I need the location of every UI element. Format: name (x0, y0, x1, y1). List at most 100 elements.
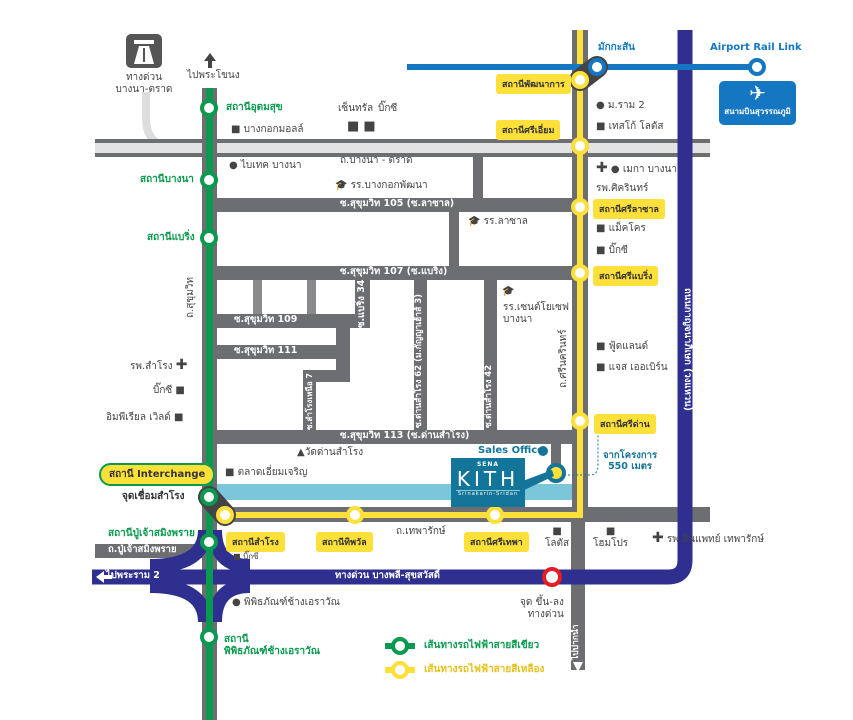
soi-dansamrong-42 (484, 280, 497, 432)
hospital-icon: ✚ (652, 530, 664, 546)
station-si-bearing (571, 264, 589, 282)
road-dansamrong-62: ซ.ด่านสำโรง 62 (ม.กัญญาเฮ้าส์ 3) (414, 293, 424, 428)
label-bangna: สถานีบางนา (140, 174, 194, 185)
place-sinphaet-thepharak: รพ.สินแพทย์ เทพารักษ์ (666, 534, 764, 545)
soi-107 (215, 266, 585, 280)
place-erawan-museum: พิพิธภัณฑ์ช้างเอราวัณ (243, 597, 340, 608)
road-dansamrong-42: ซ.ด่านสำโรง 42 (484, 364, 494, 428)
north-arrow-icon (204, 53, 216, 61)
station-bearing (200, 229, 218, 247)
airplane-icon: ✈ (749, 81, 766, 105)
school-icon: 🎓 (468, 216, 481, 227)
road-pu-chao: ถ.ปู่เจ้าสมิงพราย (108, 544, 177, 555)
place-makro: แม็คโคร (608, 223, 646, 234)
place-lotus: ■โลตัส (545, 526, 570, 549)
place-bigc-4: บิ๊กซี (243, 552, 259, 561)
place-lasalle-school: รร.ลาซาล (483, 216, 528, 227)
station-samrong-green (200, 488, 218, 506)
station-si-lasalle (571, 198, 589, 216)
legend-yellow-icon (391, 661, 409, 679)
soi-dansamrong-62 (414, 280, 427, 432)
station-samrong-yellow (216, 506, 234, 524)
suvarnabhumi-airport-badge: ✈ สนามบินสุวรรณภูมิ (719, 81, 796, 125)
expressway-label: ทางด่วนบางนา-ตราด (115, 72, 173, 95)
place-tesco: เทสโก้ โลตัส (608, 121, 664, 132)
soi-bearing-34 (355, 280, 370, 328)
place-wat-dansamrong: วัดด่านสำโรง (304, 447, 364, 458)
road-soi-111: ซ.สุขุมวิท 111 (234, 345, 298, 356)
expressway-ramp-point (542, 567, 562, 587)
road-bearing-34: ซ.แบริ่ง 34 (356, 279, 367, 328)
road-kanchanaphisek: ถนนกาญจนาภิเษก (วงแหวน) (682, 288, 693, 412)
station-bangna (200, 171, 218, 189)
place-bkk-pattana: รร.บางกอกพัฒนา (350, 180, 428, 191)
expressway-interchange (149, 529, 251, 623)
label-udomsuk: สถานีอุดมสุข (226, 102, 283, 113)
expressway-icon (126, 34, 162, 68)
road-soi-113: ซ.สุขุมวิท 113 (ซ.ด่านสำโรง) (340, 430, 470, 441)
road-srinakarin: ถ.ศรีนครินทร์ (558, 329, 569, 388)
temple-icon: ▲ (297, 447, 305, 458)
soi-111 (215, 345, 339, 359)
place-samrong-hospital: รพ.สำโรง (130, 361, 173, 372)
yellow-line (225, 30, 583, 518)
place-iam-charoen-market: ตลาดเอี่ยมเจริญ (237, 467, 308, 478)
road-expressway: ทางด่วน บางพลี-สุขสวัสดิ์ (335, 570, 440, 581)
label-samrong-link: จุดเชื่อมสำโรง (122, 491, 185, 502)
station-udomsuk (200, 99, 218, 117)
place-central: เซ็นทรัล (338, 103, 374, 114)
pu-chao-road (95, 544, 207, 558)
makkasan-label: มักกะสัน (598, 42, 636, 53)
label-pu-chao: สถานีปู่เจ้าสมิงพราย (108, 528, 195, 539)
station-pu-chao (200, 533, 218, 551)
school-icon: 🎓 (335, 180, 348, 191)
station-si-iam (571, 137, 589, 155)
road-soi-109: ซ.สุขุมวิท 109 (234, 314, 298, 325)
school-icon: 🎓 (502, 286, 515, 297)
label-samrong: สถานีสำโรง (226, 532, 285, 552)
station-makkasan (588, 58, 606, 76)
label-bearing: สถานีแบริ่ง (147, 232, 195, 243)
label-phatthanakan: สถานีพัฒนาการ (496, 74, 571, 94)
road-soi-105: ซ.สุขุมวิท 105 (ซ.ลาซาล) (340, 198, 455, 209)
station-suvarnabhumi (748, 58, 766, 76)
south-arrow-icon (573, 662, 583, 672)
place-m-ram2: ม.ราม 2 (607, 100, 645, 111)
hospital-icon: ✚ (175, 357, 188, 373)
road-soi-107: ซ.สุขุมวิท 107 (ซ.แบริ่ง) (340, 266, 448, 277)
place-bigc-3: บิ๊กซี (153, 385, 173, 396)
project-brand: SENA (476, 461, 500, 468)
legend-green-icon (391, 637, 409, 655)
station-phatthanakan (571, 71, 589, 89)
shopping-bag-icon: ■ ■ (347, 119, 376, 134)
station-erawan-museum (200, 628, 218, 646)
label-si-bearing: สถานีศรีแบริ่ง (593, 266, 659, 286)
distance-dashed-line (564, 432, 599, 476)
label-si-iam: สถานีศรีเอี่ยม (496, 120, 561, 140)
direction-west: ไปพระราม 2 (106, 570, 160, 581)
road-samrong-nuea-7: ซ.สำโรงเหนือ 7 (305, 373, 314, 430)
project-name: KITH (456, 467, 520, 491)
project-subtitle: Srinakarin-Sridan (456, 490, 520, 497)
soi-105 (215, 198, 585, 212)
label-si-lasalle: สถานีศรีลาซาล (593, 199, 665, 219)
green-line (206, 88, 213, 720)
soi-109 (215, 314, 370, 328)
sales-office-label: Sales Office (478, 445, 544, 456)
place-bangkok-mall: บางกอกมอลล์ (243, 124, 304, 135)
station-si-thepha (486, 506, 504, 524)
place-imperial-world: อิมพีเรียล เวิลด์ (106, 412, 171, 423)
label-thipphawan: สถานีทิพวัล (316, 532, 373, 552)
place-st-joseph: รร.เซนต์โยเซฟบางนา (503, 302, 569, 325)
station-thipphawan (346, 506, 364, 524)
place-mega-bangna: เมกา บางนา (622, 164, 677, 175)
srinakarin-south-road (571, 522, 585, 670)
project-logo: SENA KITH Srinakarin-Sridan (451, 458, 525, 507)
hospital-icon: ✚ (596, 160, 608, 176)
place-sikarin: รพ.ศิครินทร์ (596, 183, 649, 194)
place-jas-urban: แจส เออเบิร์น (608, 362, 668, 373)
sales-office-dot (538, 446, 548, 456)
place-foodland: ฟู้ดแลนด์ (608, 341, 649, 352)
